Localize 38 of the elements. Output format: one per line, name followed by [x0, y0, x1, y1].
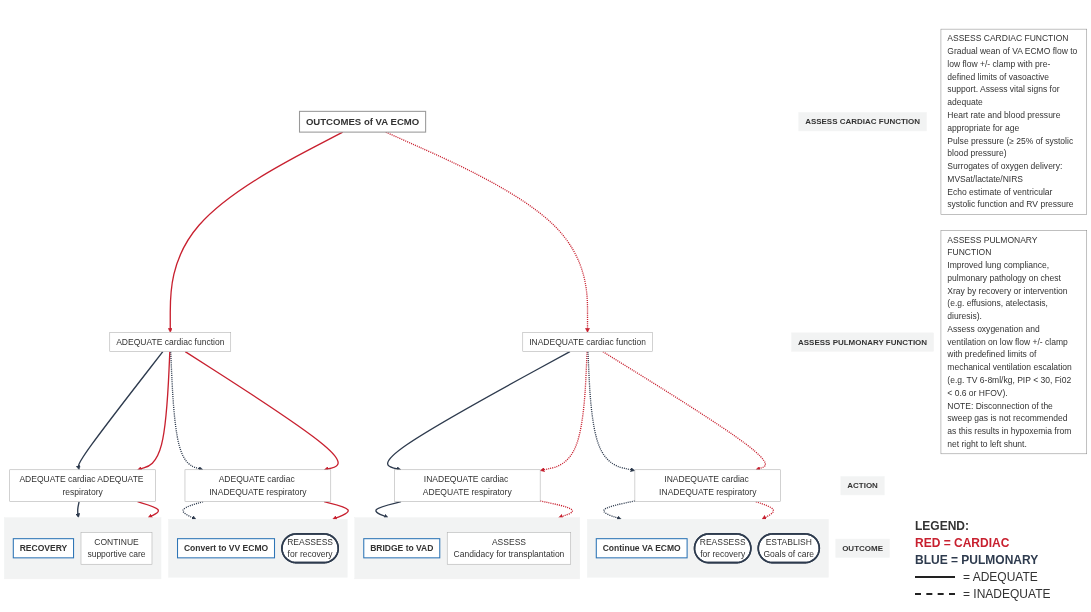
arrow: [755, 501, 775, 520]
cluster: [586, 519, 829, 578]
arrow: [170, 350, 204, 471]
node-box: Continue VA ECMO: [595, 538, 688, 559]
node-box: CONTINUE supportive care: [80, 532, 153, 565]
arrow: [184, 350, 339, 472]
node-box: ADEQUATE cardiac ADEQUATE respiratory: [9, 469, 156, 502]
arrow: [539, 350, 588, 472]
arrow: [539, 500, 574, 519]
node-box: ASSESS Candidacy for transplantation: [446, 532, 571, 565]
cluster: [168, 519, 348, 578]
node-box: ADEQUATE cardiac function: [109, 332, 231, 352]
legend-entry: BLUE = PULMONARY: [915, 553, 1039, 567]
cluster: [354, 517, 581, 580]
legend-entry: = ADEQUATE: [963, 570, 1038, 584]
legend-entry: RED = CARDIAC: [915, 536, 1010, 550]
node-box: RECOVERY: [12, 538, 75, 559]
node-box: INADEQUATE cardiac function: [522, 332, 653, 352]
legend-entry: = INADEQUATE: [963, 587, 1051, 601]
node-box: ADEQUATE cardiac INADEQUATE respiratory: [184, 469, 332, 502]
node-box: INADEQUATE cardiac INADEQUATE respiratory: [634, 469, 781, 502]
node-box: Convert to VV ECMO: [177, 538, 276, 559]
node-box: INADEQUATE cardiac ADEQUATE respiratory: [394, 469, 541, 502]
node-box: BRIDGE to VAD: [363, 538, 441, 559]
node-box: ASSESS PULMONARY FUNCTION Improved lung compliance, pulmonary pathology on chest Xray by recovery or intervention (e.g. effusions, atelectasis, diuresis). Assess oxygenation and ventilation on low flow +/- clamp with predefined limits of mechanical ventilation escalation (e.g. TV 6-8ml/kg, PIP < 30, Fi02 < 0.6 or HFOV). NOTE: Disconnection of the sweep gas is not recommended as this results in hypoxemia from net right to left shunt.: [940, 230, 1087, 455]
arrow: [603, 500, 636, 521]
arrow: [75, 350, 164, 470]
node-box: OUTCOMES of VA ECMO: [298, 110, 427, 133]
cluster: [4, 517, 162, 580]
node-box: ASSESS CARDIAC FUNCTION Gradual wean of VA ECMO flow to low flow +/- clamp with pre-defined limits of vasoactive support. Assess vital signs for adequate Heart rate and blood pressure appropriate for age Pulse pressure (≥ 25% of systolic blood pressure) Surrogates of oxygen delivery: MVSat/lactate/NIRS Echo estimate of ventricular systolic function and RV pressure: [940, 28, 1087, 215]
arrow: [182, 501, 204, 520]
legend-title: LEGEND:: [915, 519, 970, 533]
arrow: [602, 350, 766, 471]
arrow: [137, 350, 171, 471]
arrow: [167, 131, 344, 333]
arrow: [386, 350, 571, 472]
arrow: [587, 350, 636, 472]
arrow: [75, 501, 81, 518]
